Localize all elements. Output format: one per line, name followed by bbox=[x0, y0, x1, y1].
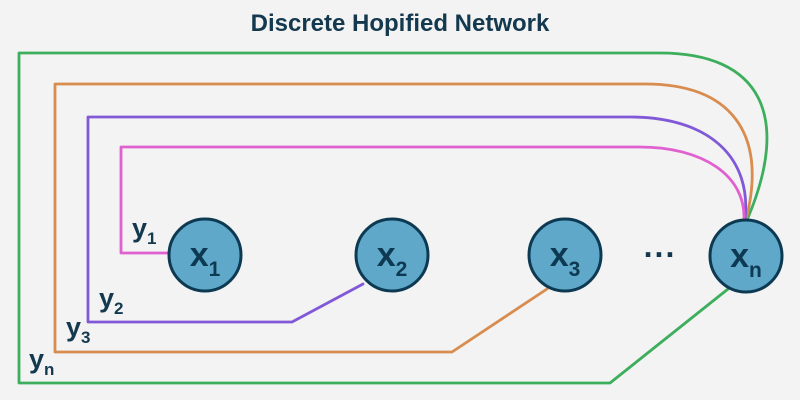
loop-label-yn-sub: n bbox=[44, 360, 54, 379]
node-x1-circle bbox=[167, 217, 243, 293]
loop-label-y3-sub: 3 bbox=[81, 328, 90, 347]
node-xn-label-sub: n bbox=[749, 259, 762, 282]
node-x2-label-sub: 2 bbox=[396, 258, 408, 281]
loop-yn-green bbox=[17, 51, 769, 385]
node-xn-label: xn bbox=[730, 237, 762, 282]
loop-label-yn: yn bbox=[29, 344, 54, 379]
loop-label-y2: y2 bbox=[99, 283, 124, 318]
node-x2: x2 bbox=[354, 217, 430, 293]
loop-label-y1-base: y bbox=[132, 213, 147, 243]
loop-y1-pink bbox=[119, 145, 746, 255]
diagram-title: Discrete Hopified Network bbox=[251, 10, 550, 37]
loop-label-y2-sub: 2 bbox=[114, 299, 123, 318]
node-x3-circle bbox=[527, 217, 603, 293]
node-x2-label-base: x bbox=[377, 236, 396, 274]
node-x2-circle bbox=[354, 217, 430, 293]
loop-y3-orange bbox=[53, 82, 754, 354]
node-x2-label: x2 bbox=[377, 236, 408, 281]
loop-label-y3: y3 bbox=[66, 312, 91, 347]
node-xn-label-base: x bbox=[730, 237, 749, 275]
node-xn: xn bbox=[708, 218, 784, 294]
node-xn-circle bbox=[708, 218, 784, 294]
node-x3: x3 bbox=[527, 217, 603, 293]
node-x3-label-base: x bbox=[550, 236, 569, 274]
loop-label-y3-base: y bbox=[66, 312, 81, 342]
node-x3-label-sub: 3 bbox=[569, 258, 581, 281]
loop-y2-purple bbox=[86, 115, 748, 324]
loop-label-y2-base: y bbox=[99, 283, 114, 313]
node-x3-label: x3 bbox=[550, 236, 581, 281]
loop-label-yn-base: y bbox=[29, 344, 44, 374]
loop-label-y1-sub: 1 bbox=[147, 229, 156, 248]
node-x1-label-sub: 1 bbox=[209, 258, 221, 281]
node-x1-label: x1 bbox=[190, 236, 221, 281]
ellipsis-dots: ... bbox=[644, 228, 677, 264]
loop-label-y1: y1 bbox=[132, 213, 157, 248]
node-x1-label-base: x bbox=[190, 236, 209, 274]
node-x1: x1 bbox=[167, 217, 243, 293]
